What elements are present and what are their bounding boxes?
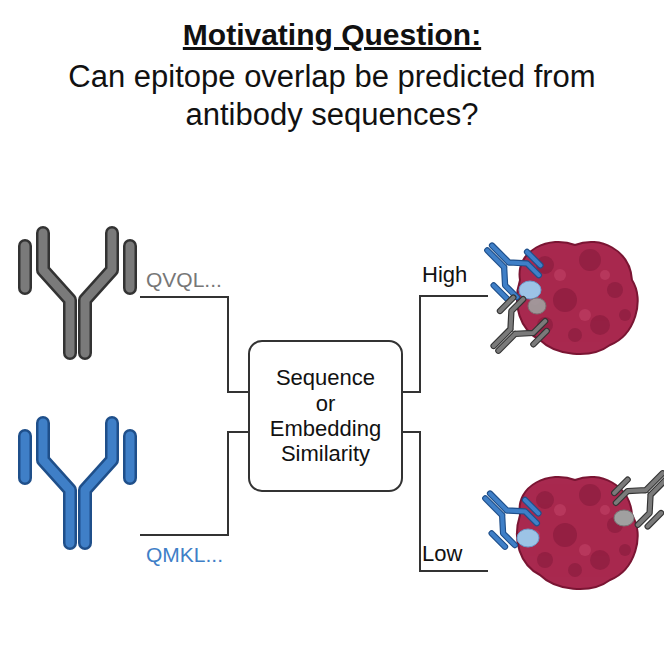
protein-low [471,459,664,589]
antibody-blue [25,423,130,543]
process-box: Sequence or Embedding Similarity [248,340,403,492]
antibody-grey [25,233,130,353]
wires [140,296,488,571]
overlap-label: High [422,262,467,288]
title: Motivating Question: [0,18,664,52]
subtitle: Can epitope overlap be predicted from an… [12,58,652,134]
protein-high [473,231,638,365]
box-text: Sequence or Embedding Similarity [270,365,381,466]
overlap-label: Low [422,541,462,567]
sequence-label: QVQL... [146,268,222,292]
sequence-label: QMKL... [146,543,223,567]
